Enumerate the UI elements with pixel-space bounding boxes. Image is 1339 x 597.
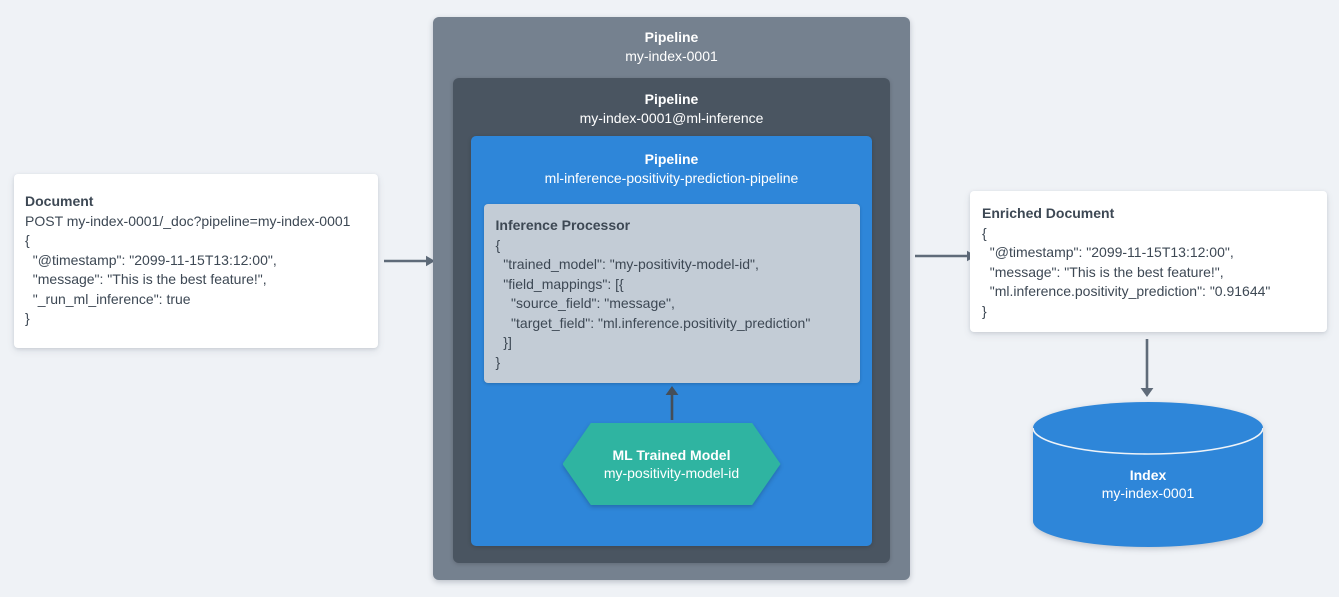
pipeline-middle-name: my-index-0001@ml-inference xyxy=(579,110,764,126)
pipeline-middle-label: Pipeline xyxy=(644,91,699,107)
pipeline-outer-label: Pipeline xyxy=(644,29,699,45)
database-cylinder-icon xyxy=(1032,402,1264,547)
document-code-line: "message": "This is the best feature!", xyxy=(25,271,267,287)
pipeline-outer-name: my-index-0001 xyxy=(625,48,718,64)
document-code-line: { xyxy=(25,232,30,248)
arrow-right-icon xyxy=(384,255,435,267)
pipeline-inner-header: Pipeline ml-inference-positivity-predict… xyxy=(471,150,872,188)
arrow-down-icon xyxy=(1140,339,1154,397)
document-code-line: "@timestamp": "2099-11-15T13:12:00", xyxy=(25,251,277,268)
inference-processor-card: Inference Processor { "trained_model": "… xyxy=(483,204,860,383)
pipeline-inner-box: Pipeline ml-inference-positivity-predict… xyxy=(471,136,872,546)
enriched-document-code-line: "message": "This is the best feature!", xyxy=(982,263,1224,280)
index-cylinder: Index my-index-0001 xyxy=(1032,402,1264,547)
ml-trained-model-hexagon: ML Trained Model my-positivity-model-id xyxy=(562,423,781,505)
document-code-line: } xyxy=(25,310,30,326)
document-card: Document POST my-index-0001/_doc?pipelin… xyxy=(14,174,378,348)
inference-processor-title: Inference Processor xyxy=(495,217,631,233)
enriched-document-title: Enriched Document xyxy=(982,205,1115,221)
pipeline-middle-box: Pipeline my-index-0001@ml-inference Pipe… xyxy=(453,78,890,563)
enriched-document-code-line: { xyxy=(982,224,987,241)
arrow-up-icon xyxy=(665,386,678,420)
inference-processor-code-line: "target_field": "ml.inference.positivity… xyxy=(495,314,811,331)
pipeline-middle-header: Pipeline my-index-0001@ml-inference xyxy=(453,90,890,128)
pipeline-inner-name: ml-inference-positivity-prediction-pipel… xyxy=(544,170,799,186)
enriched-document-code-line: "ml.inference.positivity_prediction": "0… xyxy=(982,283,1271,299)
hexagon-shape: ML Trained Model my-positivity-model-id xyxy=(562,423,781,505)
index-label-group: Index my-index-0001 xyxy=(1033,466,1263,502)
index-title: Index xyxy=(1129,467,1167,483)
inference-processor-code-line: { xyxy=(495,236,501,253)
inference-processor-code-line: "field_mappings": [{ xyxy=(495,275,624,292)
inference-processor-code-line: }] xyxy=(495,334,512,350)
ml-trained-model-name: my-positivity-model-id xyxy=(603,465,740,481)
pipeline-outer-box: Pipeline my-index-0001 Pipeline my-index… xyxy=(433,17,910,580)
document-code-line: "_run_ml_inference": true xyxy=(25,290,191,307)
ml-trained-model-title: ML Trained Model xyxy=(612,447,731,463)
inference-processor-code-line: "trained_model": "my-positivity-model-id… xyxy=(495,256,759,272)
document-title: Document xyxy=(25,193,94,209)
inference-processor-code-line: "source_field": "message", xyxy=(495,295,675,311)
enriched-document-code-line: } xyxy=(982,302,987,319)
enriched-document-card: Enriched Document { "@timestamp": "2099-… xyxy=(970,191,1327,332)
inference-processor-code-line: } xyxy=(495,353,501,370)
pipeline-outer-header: Pipeline my-index-0001 xyxy=(433,28,910,66)
enriched-document-code-line: "@timestamp": "2099-11-15T13:12:00", xyxy=(982,244,1234,260)
arrow-right-icon xyxy=(915,250,976,262)
pipeline-inner-label: Pipeline xyxy=(644,151,699,167)
document-code-line: POST my-index-0001/_doc?pipeline=my-inde… xyxy=(25,212,351,229)
index-name: my-index-0001 xyxy=(1101,485,1195,501)
